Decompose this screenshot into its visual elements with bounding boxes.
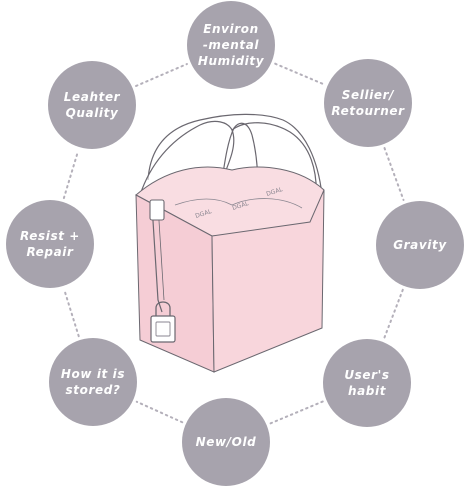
bag-handle-back	[147, 113, 323, 196]
connector-gravity	[383, 288, 404, 340]
node-sellier: Sellier/Retourner	[324, 59, 412, 147]
padlock-body	[150, 315, 176, 343]
node-label-line: Environ	[203, 21, 259, 36]
node-label-line: How it is	[60, 366, 126, 381]
node-habit: User's habit	[323, 339, 411, 427]
connector-sellier	[383, 147, 405, 201]
node-label: How it is stored?	[61, 366, 125, 398]
bag-side-face	[211, 189, 325, 373]
node-label-line: User's	[344, 367, 390, 382]
node-label-line: Sellier/	[341, 87, 395, 102]
node-label-line: stored?	[65, 383, 121, 397]
bag-top-face	[135, 166, 325, 237]
node-label-line: habit	[347, 384, 387, 398]
node-label-line: Resist +	[20, 228, 80, 243]
dotted-ring-connectors	[62, 62, 405, 425]
padlock-detail	[155, 321, 171, 337]
node-label: User's habit	[344, 367, 389, 399]
node-label-line: Humidity	[197, 54, 265, 69]
padlock-shackle	[155, 301, 171, 318]
node-stored: How it is stored?	[49, 338, 137, 426]
connector-leather	[135, 63, 188, 87]
node-label-line: Gravity	[393, 237, 447, 252]
node-label-line: Leahter	[63, 89, 121, 104]
node-label: New/Old	[196, 434, 257, 450]
bag-handle-center	[221, 122, 259, 191]
bag-strap	[151, 204, 163, 313]
bag-strap-inner	[157, 204, 165, 301]
connector-new-old	[135, 400, 184, 424]
node-new-old: New/Old	[182, 398, 270, 486]
bag-fold-line	[174, 198, 303, 209]
node-label-line: -mental	[202, 37, 260, 52]
connector-humidity	[274, 62, 325, 86]
node-label: Gravity	[393, 237, 447, 253]
node-gravity: Gravity	[376, 201, 464, 289]
node-label-line: Retourner	[331, 104, 405, 118]
node-label-line: Quality	[65, 106, 119, 120]
node-resist: Resist + Repair	[6, 200, 94, 288]
bag-strap-buckle	[149, 199, 165, 221]
connector-habit	[269, 400, 324, 425]
connector-resist	[62, 149, 80, 200]
node-label: Resist + Repair	[20, 228, 80, 260]
node-label-line: New/Old	[195, 434, 257, 449]
connector-stored	[63, 288, 80, 338]
node-label-line: Repair	[26, 245, 74, 259]
node-label: Sellier/Retourner	[331, 87, 404, 119]
